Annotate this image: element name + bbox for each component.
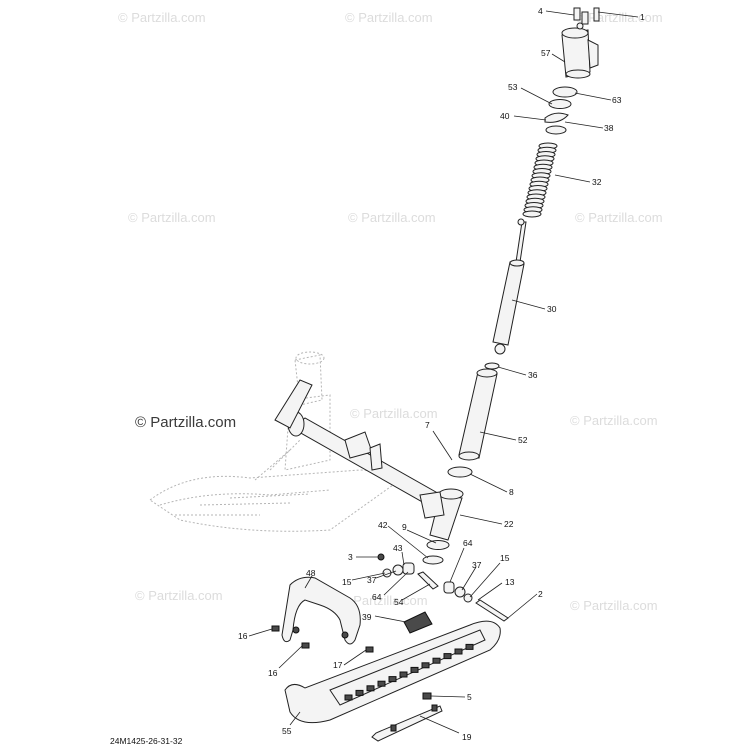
ring-40 <box>545 125 567 135</box>
leader-lines <box>248 10 639 734</box>
callout-16-bottom: 16 <box>268 668 278 678</box>
bolt-16a <box>271 625 280 632</box>
watermark-7: © Partzilla.com <box>350 406 438 421</box>
ring-8 <box>447 466 473 478</box>
shock-body-30 <box>492 259 525 355</box>
callout-55: 55 <box>282 726 292 736</box>
ski-rib <box>465 643 474 650</box>
watermark-5: © Partzilla.com <box>348 210 436 225</box>
washer-63 <box>552 86 578 98</box>
watermark-11: © Partzilla.com <box>570 598 658 613</box>
callout-16-top: 16 <box>238 631 248 641</box>
callout-30: 30 <box>547 304 557 314</box>
callout-42: 42 <box>378 520 388 530</box>
watermark-4: © Partzilla.com <box>128 210 216 225</box>
pin-54 <box>417 571 439 590</box>
callout-38: 38 <box>604 123 614 133</box>
watermark-9: © Partzilla.com <box>135 588 223 603</box>
oring-36 <box>484 362 500 370</box>
ski-rib <box>366 685 375 692</box>
callout-37-left: 37 <box>367 575 377 585</box>
callout-37-right: 37 <box>472 560 482 570</box>
ski-rib <box>377 680 386 687</box>
top-mount-57 <box>561 22 599 79</box>
callout-36: 36 <box>528 370 538 380</box>
spindle-22 <box>419 488 464 541</box>
callout-1: 1 <box>640 12 645 22</box>
callout-13: 13 <box>505 577 515 587</box>
shock-rod <box>515 218 527 263</box>
ski-rib <box>388 676 397 683</box>
bolt-4b <box>581 11 589 25</box>
callout-40: 40 <box>500 111 510 121</box>
bolt-17 <box>365 646 374 653</box>
callout-8: 8 <box>509 487 514 497</box>
ski-rib <box>344 694 353 701</box>
callout-54: 54 <box>394 597 404 607</box>
top-bolts <box>573 7 600 25</box>
diagram-code: 24M1425-26-31-32 <box>110 736 183 746</box>
ghost-ski-assembly <box>149 351 401 532</box>
watermark-6: © Partzilla.com <box>575 210 663 225</box>
washer-53 <box>548 99 572 109</box>
callout-17: 17 <box>333 660 343 670</box>
ski-rib <box>432 657 441 664</box>
watermark-8: © Partzilla.com <box>570 413 658 428</box>
watermark-1: © Partzilla.com <box>118 10 206 25</box>
callout-52: 52 <box>518 435 528 445</box>
callout-3: 3 <box>348 552 353 562</box>
watermark-10: © Partzilla.com <box>340 593 428 608</box>
ski-rib <box>410 666 419 673</box>
ski-rib <box>355 689 364 696</box>
callout-43: 43 <box>393 543 403 553</box>
right-hardware <box>443 581 509 622</box>
callout-4: 4 <box>538 6 543 16</box>
callout-53: 53 <box>508 82 518 92</box>
left-hardware <box>377 553 415 578</box>
ring-9 <box>426 540 450 550</box>
ski-55 <box>284 620 501 724</box>
callout-32: 32 <box>592 177 602 187</box>
wearbar-19 <box>371 704 443 742</box>
pad-39 <box>403 611 433 634</box>
watermark-2: © Partzilla.com <box>345 10 433 25</box>
watermarks: © Partzilla.com © Partzilla.com © Partzi… <box>118 10 663 613</box>
axle-tube <box>274 379 451 513</box>
spring-32 <box>522 142 558 218</box>
spring-coil <box>522 210 542 218</box>
callout-22: 22 <box>504 519 514 529</box>
ski-rib <box>454 648 463 655</box>
callout-48: 48 <box>306 568 316 578</box>
bolt-1 <box>593 7 600 22</box>
part-5 <box>422 692 432 700</box>
ski-rib <box>421 662 430 669</box>
callout-7: 7 <box>425 420 430 430</box>
bolt-16b <box>301 642 310 649</box>
callout-5: 5 <box>467 692 472 702</box>
callout-39: 39 <box>362 612 372 622</box>
bolt-4 <box>573 7 581 21</box>
callout-labels: 4 1 57 53 63 40 38 32 30 36 7 52 8 22 42… <box>238 6 645 742</box>
callout-9: 9 <box>402 522 407 532</box>
callout-2: 2 <box>538 589 543 599</box>
ring-42 <box>422 555 444 565</box>
callout-63: 63 <box>612 95 622 105</box>
tube-52 <box>458 368 498 461</box>
callout-19: 19 <box>462 732 472 742</box>
clip-38 <box>544 112 569 123</box>
ski-rib <box>443 653 452 660</box>
ski-rib <box>399 671 408 678</box>
callout-57: 57 <box>541 48 551 58</box>
watermark-main: © Partzilla.com <box>135 414 236 431</box>
handle-48 <box>281 576 361 645</box>
callout-64-top: 64 <box>463 538 473 548</box>
callout-15-right: 15 <box>500 553 510 563</box>
callout-64-left: 64 <box>372 592 382 602</box>
callout-15-left: 15 <box>342 577 352 587</box>
